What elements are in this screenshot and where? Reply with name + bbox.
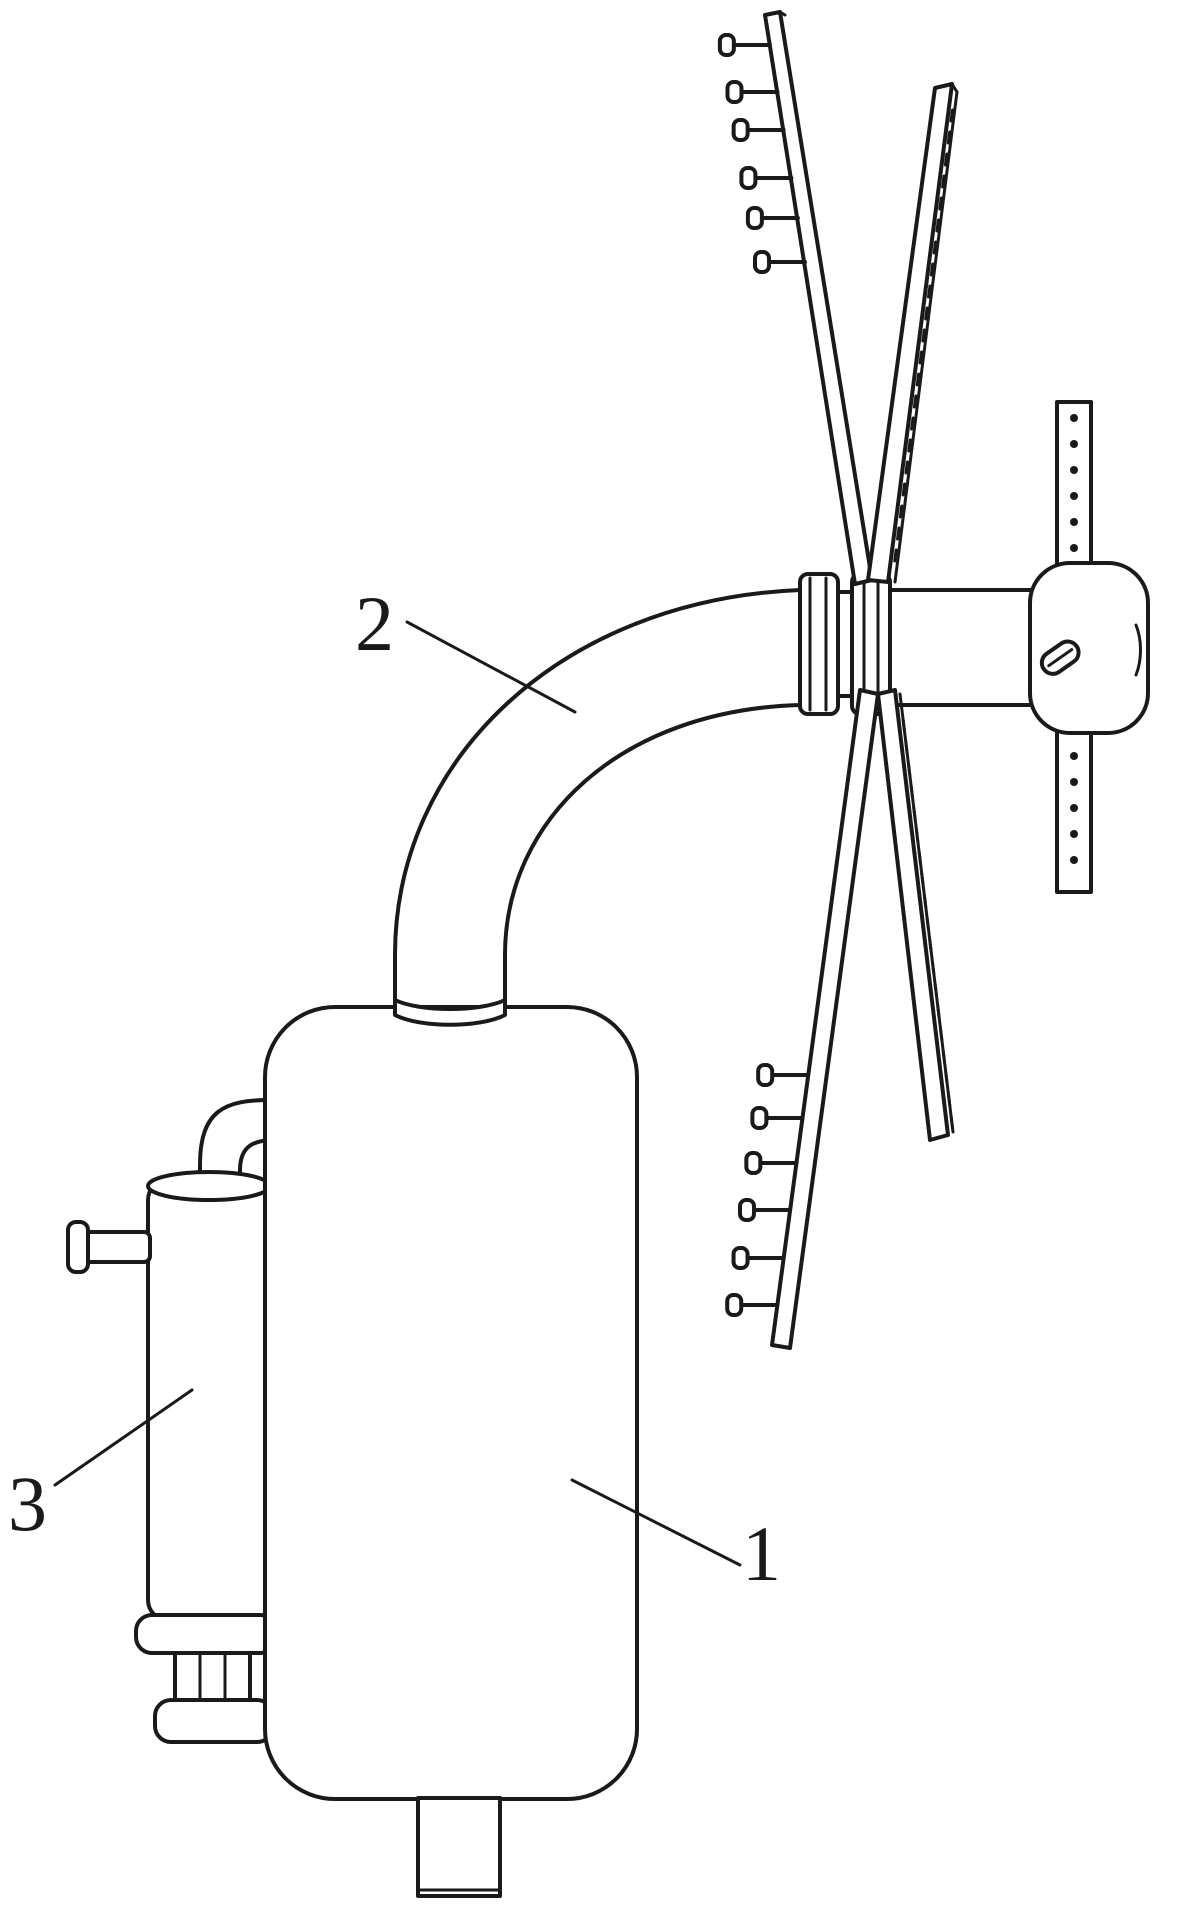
blade-slot [926, 308, 927, 319]
end-cap [1030, 563, 1148, 733]
blade-slot [927, 918, 928, 929]
blade-slot [930, 940, 931, 951]
plate-hole [1070, 518, 1078, 526]
plate-hole [1070, 752, 1078, 760]
blade-slot [911, 786, 912, 797]
bristle-pin-head [741, 168, 755, 188]
blade-slot [940, 198, 941, 209]
lower-blade-left [727, 690, 878, 1348]
plate-hole [1070, 544, 1078, 552]
bristle-pin-head [752, 1108, 766, 1128]
bristle-pin-head [758, 1065, 772, 1085]
bent-pipe [395, 590, 800, 1015]
bristle-pin-head [734, 1248, 748, 1268]
blade-slot [923, 330, 924, 341]
blade-slot [929, 286, 930, 297]
lower-blade-right [878, 690, 953, 1140]
blade-slot [916, 830, 917, 841]
bristle-pin-head [746, 1153, 760, 1173]
blade-slot [906, 742, 907, 753]
blade-slot [909, 440, 910, 451]
blade-slot [932, 962, 933, 973]
blade-slot [934, 242, 935, 253]
side-tube [68, 1100, 276, 1742]
blade-slot [948, 1094, 949, 1105]
blade-slot [946, 1072, 947, 1083]
bristle-pin-head [727, 1295, 741, 1315]
bristle-pin-head [727, 82, 741, 102]
blade-slot [912, 418, 913, 429]
main-tank [265, 1000, 637, 1896]
callout-label-2: 2 [355, 580, 394, 667]
shaft [890, 590, 1040, 705]
blade-slot [924, 896, 925, 907]
blade-slot [943, 176, 944, 187]
upper-blade-left [720, 12, 872, 584]
blade-slot [945, 154, 946, 165]
blade-slot [940, 1028, 941, 1039]
blade-slot [914, 396, 915, 407]
callout-label-1: 1 [742, 1510, 781, 1597]
blade-slot [935, 984, 936, 995]
blade-slot [903, 484, 904, 495]
plate-hole [1070, 830, 1078, 838]
bristle-pin-head [734, 120, 748, 140]
plate-hole [1070, 466, 1078, 474]
blade-slot [906, 462, 907, 473]
blade-slot [937, 220, 938, 231]
blade-slot [903, 720, 904, 731]
blade-slot [919, 852, 920, 863]
blade-slot [948, 132, 949, 143]
blade-slot [908, 764, 909, 775]
plate-hole [1070, 804, 1078, 812]
bristle-pin-head [748, 208, 762, 228]
blade-slot [931, 264, 932, 275]
plate-hole [1070, 856, 1078, 864]
blade-slot [951, 110, 952, 121]
blade-slot [895, 550, 896, 561]
blade-slot [920, 352, 921, 363]
plate-hole [1070, 492, 1078, 500]
bristle-pin-head [720, 35, 734, 55]
blade-slot [914, 808, 915, 819]
plate-hole [1070, 414, 1078, 422]
plate-hole [1070, 440, 1078, 448]
blade-slot [922, 874, 923, 885]
blade-slot [900, 506, 901, 517]
blade-slot [951, 1116, 952, 1127]
bristle-pin-head [740, 1200, 754, 1220]
blade-slot [938, 1006, 939, 1017]
blade-slot [898, 528, 899, 539]
blade-slot [943, 1050, 944, 1061]
bristle-pin-head [755, 252, 769, 272]
callout-label-3: 3 [8, 1460, 47, 1547]
upper-blade-right [868, 84, 957, 582]
blade-slot [917, 374, 918, 385]
plate-hole [1070, 778, 1078, 786]
